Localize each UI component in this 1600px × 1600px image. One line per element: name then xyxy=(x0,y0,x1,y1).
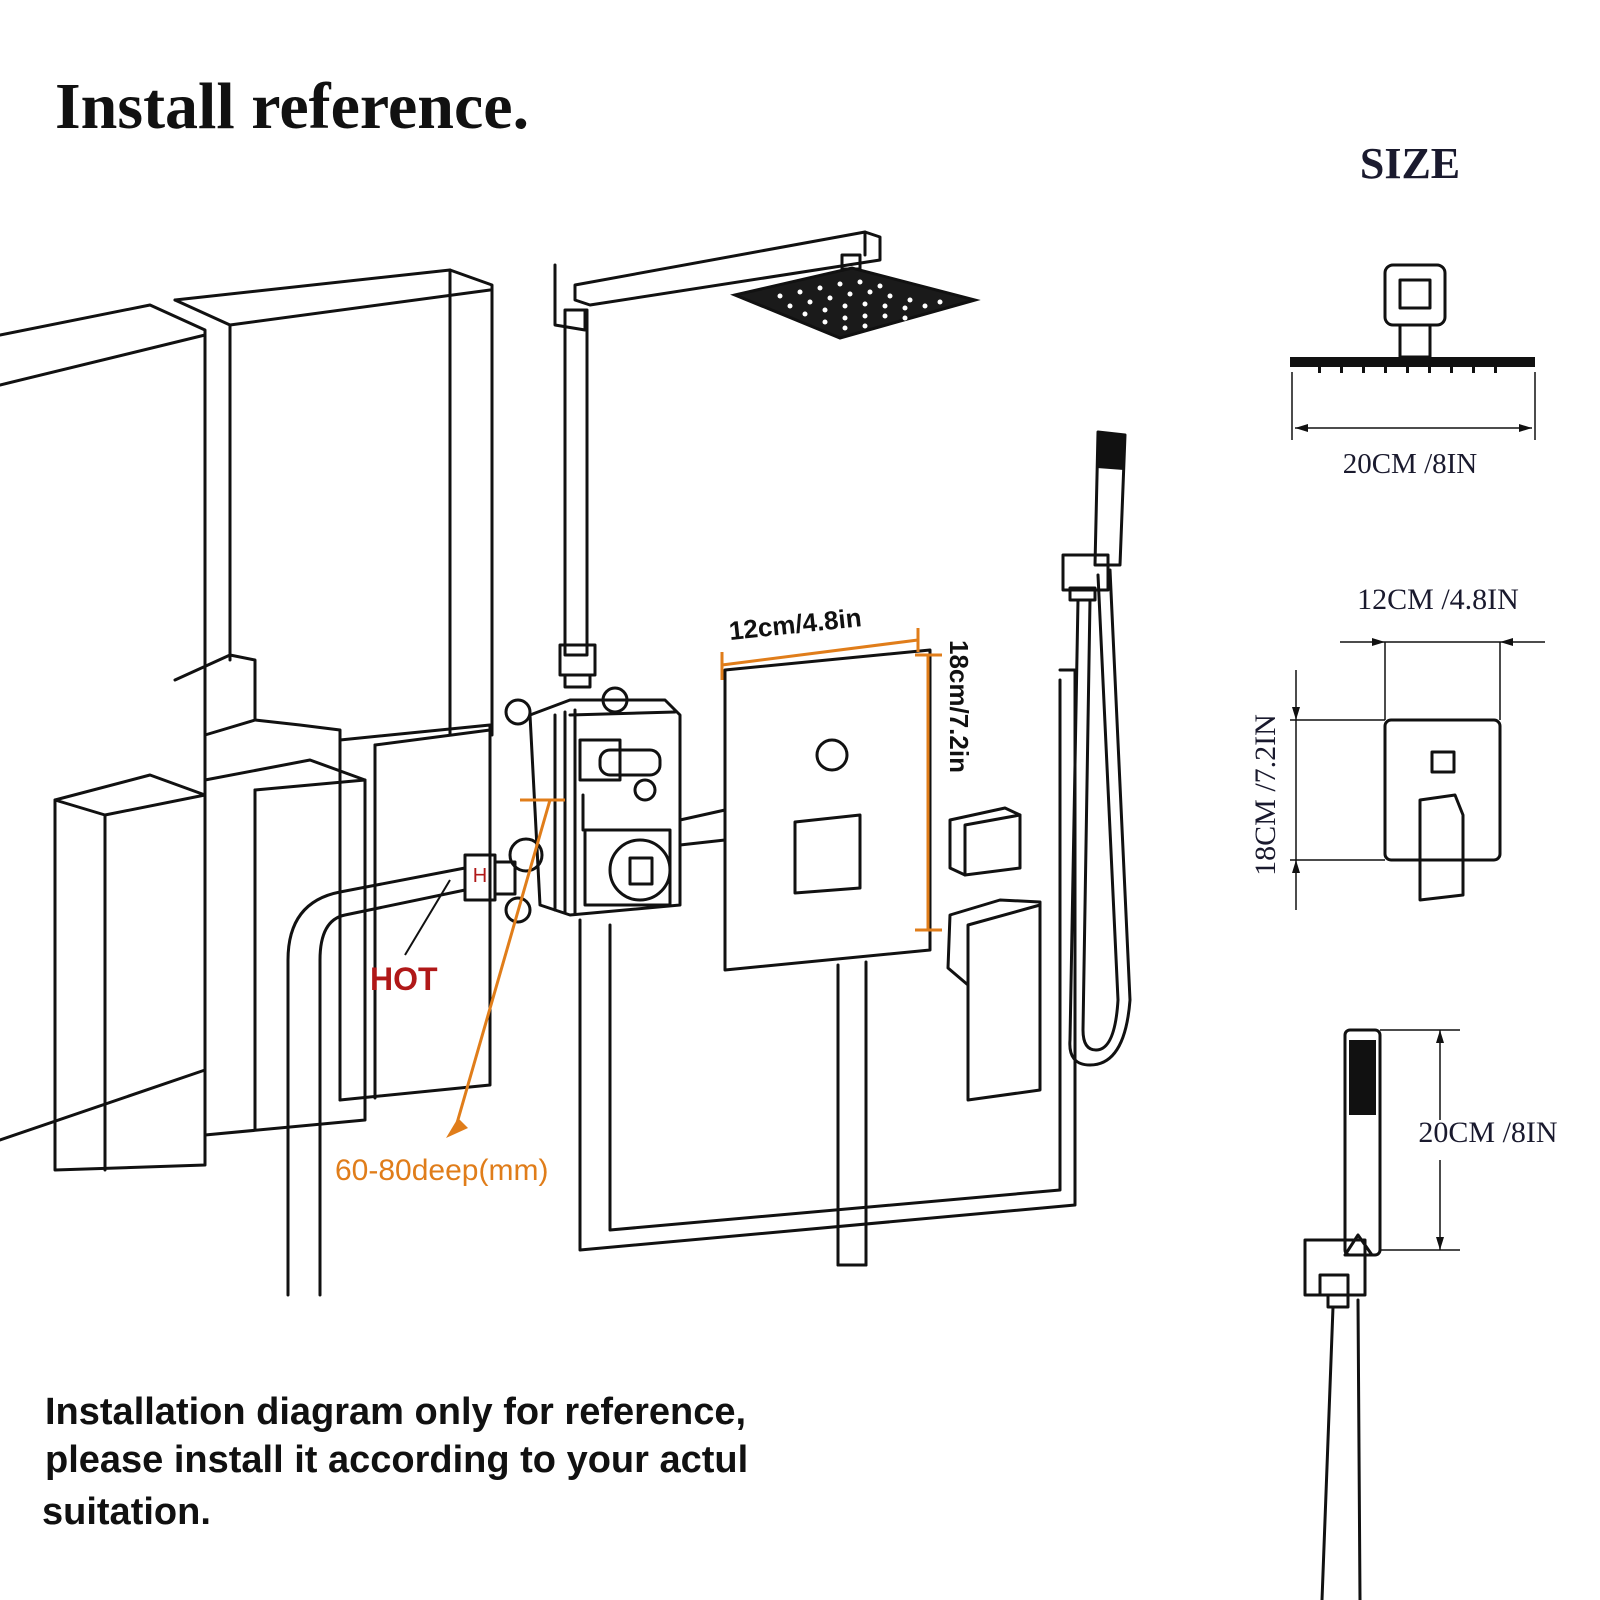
rain-shower-head xyxy=(730,253,981,340)
panel-height-label: 18cm/7.2in xyxy=(944,640,974,773)
depth-dimension: 60-80deep(mm) xyxy=(335,798,565,1187)
size-panel-height-label: 18CM /7.2IN xyxy=(1249,714,1282,876)
size-rain-head: 20CM /8IN xyxy=(1290,263,1536,480)
panel-width-label: 12cm/4.8in xyxy=(727,602,862,646)
hot-label: HOT xyxy=(370,961,438,997)
size-heading: SIZE xyxy=(1360,139,1460,188)
wall-blocks xyxy=(0,268,494,1172)
hand-shower xyxy=(1061,430,1132,1067)
hand-shower-length-label: 20CM /8IN xyxy=(1418,1116,1557,1149)
wall-frame xyxy=(578,668,1077,1267)
disclaimer: Installation diagram only for reference,… xyxy=(42,1391,748,1533)
size-panel: 12CM /4.8IN 18CM /7.2IN xyxy=(1249,583,1545,910)
page-title: Install reference. xyxy=(55,70,529,143)
hot-water-inlet: H HOT xyxy=(286,853,517,1297)
rain-head-width-label: 20CM /8IN xyxy=(1343,448,1478,480)
disclaimer-line-1: Installation diagram only for reference, xyxy=(45,1391,746,1433)
disclaimer-line-2: please install it according to your actu… xyxy=(45,1439,748,1481)
trim-panel: 12cm/4.8in 18cm/7.2in xyxy=(720,602,974,972)
rain-head-nozzles xyxy=(777,279,943,331)
mixing-valve-body xyxy=(504,686,682,924)
valve-hot-marker: H xyxy=(473,865,487,887)
size-panel-width-label: 12CM /4.8IN xyxy=(1357,583,1519,616)
mixer-handle xyxy=(946,898,1042,1102)
disclaimer-line-3: suitation. xyxy=(42,1491,211,1533)
depth-label: 60-80deep(mm) xyxy=(335,1154,548,1187)
size-hand-shower: 20CM /8IN xyxy=(1303,1028,1558,1600)
diverter-knob xyxy=(948,806,1022,877)
shower-arm xyxy=(553,230,882,689)
